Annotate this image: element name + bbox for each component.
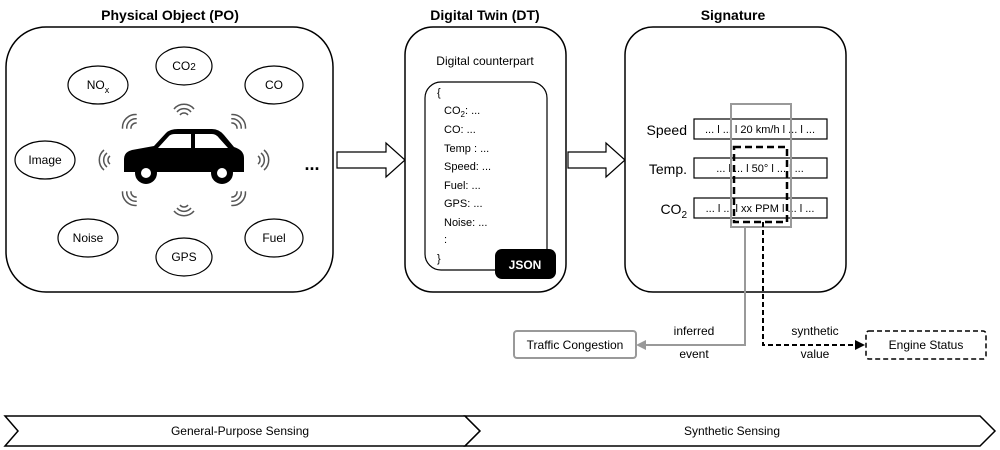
- synthetic-arrowhead-icon: [855, 340, 865, 350]
- json-field-continuation: :: [444, 234, 447, 246]
- inferred-label-line1: inferred: [674, 324, 715, 338]
- svg-text:CO2: CO2: [172, 59, 196, 73]
- co-label: CO: [265, 78, 283, 92]
- signature-title: Signature: [701, 7, 766, 23]
- signature-label-speed: Speed: [647, 122, 687, 138]
- svg-text:NOx: NOx: [87, 78, 110, 95]
- noise-node: Noise: [57, 218, 119, 258]
- signature-label-co2: CO2: [660, 201, 687, 221]
- noise-label: Noise: [73, 231, 104, 245]
- general-purpose-sensing-label: General-Purpose Sensing: [171, 424, 309, 438]
- dt-title: Digital Twin (DT): [430, 7, 539, 23]
- engine-status-label: Engine Status: [889, 338, 964, 352]
- gps-label: GPS: [171, 250, 196, 264]
- fuel-node: Fuel: [244, 218, 304, 258]
- image-label: Image: [28, 153, 62, 167]
- po-title: Physical Object (PO): [101, 7, 239, 23]
- co-node: CO: [244, 65, 304, 105]
- signature-value-speed: ... l ... l 20 km/h l ... l ...: [705, 124, 815, 136]
- co2-label: CO: [172, 59, 190, 73]
- nox-node: NOx: [67, 65, 129, 105]
- traffic-congestion-label: Traffic Congestion: [527, 338, 624, 352]
- json-badge: [495, 249, 556, 279]
- co2-subscript: 2: [190, 62, 196, 73]
- signature-value-co2: ... l ... l xx PPM l ... l ...: [706, 203, 815, 215]
- gps-node: GPS: [155, 237, 213, 277]
- synthetic-label-line1: synthetic: [791, 324, 838, 338]
- json-field-noise: Noise: ...: [444, 217, 487, 229]
- image-node: Image: [14, 140, 76, 180]
- fuel-label: Fuel: [262, 231, 285, 245]
- inferred-event-connector: [643, 227, 746, 346]
- json-field-gps: GPS: ...: [444, 198, 483, 210]
- signature-label-temp: Temp.: [649, 161, 687, 177]
- digital-counterpart-label: Digital counterpart: [436, 54, 534, 68]
- inferred-arrowhead-icon: [636, 340, 646, 350]
- json-open-brace: {: [437, 87, 441, 99]
- json-field-co: CO: ...: [444, 124, 476, 136]
- synthetic-value-connector: [762, 222, 856, 346]
- inferred-selection-window: [730, 103, 792, 228]
- json-field-speed: Speed: ...: [444, 161, 491, 173]
- synthetic-selection-window: [732, 145, 789, 224]
- synthetic-label-line2: value: [801, 347, 830, 361]
- co2-node: CO2: [155, 46, 213, 86]
- engine-status-box: [865, 330, 987, 360]
- json-field-co2: CO2: ...: [444, 105, 480, 119]
- json-close-brace: }: [437, 253, 441, 265]
- json-badge-label: JSON: [509, 258, 542, 272]
- traffic-congestion-box: [513, 330, 637, 359]
- inferred-label-line2: event: [679, 347, 709, 361]
- signature-row-temp: Temp. ... l ... l 50° l ... l ...: [649, 157, 828, 179]
- nox-subscript: x: [105, 85, 110, 95]
- signature-row-speed: Speed ... l ... l 20 km/h l ... l ...: [647, 118, 828, 140]
- more-ellipsis: ...: [304, 154, 319, 174]
- signature-value-temp: ... l ... l 50° l ... l ...: [716, 163, 804, 175]
- dt-to-signature-arrow-icon: [567, 141, 626, 179]
- car-icon: [124, 129, 244, 184]
- nox-label: NO: [87, 78, 105, 92]
- json-field-temp: Temp : ...: [444, 143, 489, 155]
- json-document: [424, 81, 548, 271]
- json-field-fuel: Fuel: ...: [444, 180, 481, 192]
- synthetic-sensing-label: Synthetic Sensing: [684, 424, 780, 438]
- po-to-dt-arrow-icon: [336, 141, 406, 179]
- synthetic-sensing-chevron: [463, 415, 997, 447]
